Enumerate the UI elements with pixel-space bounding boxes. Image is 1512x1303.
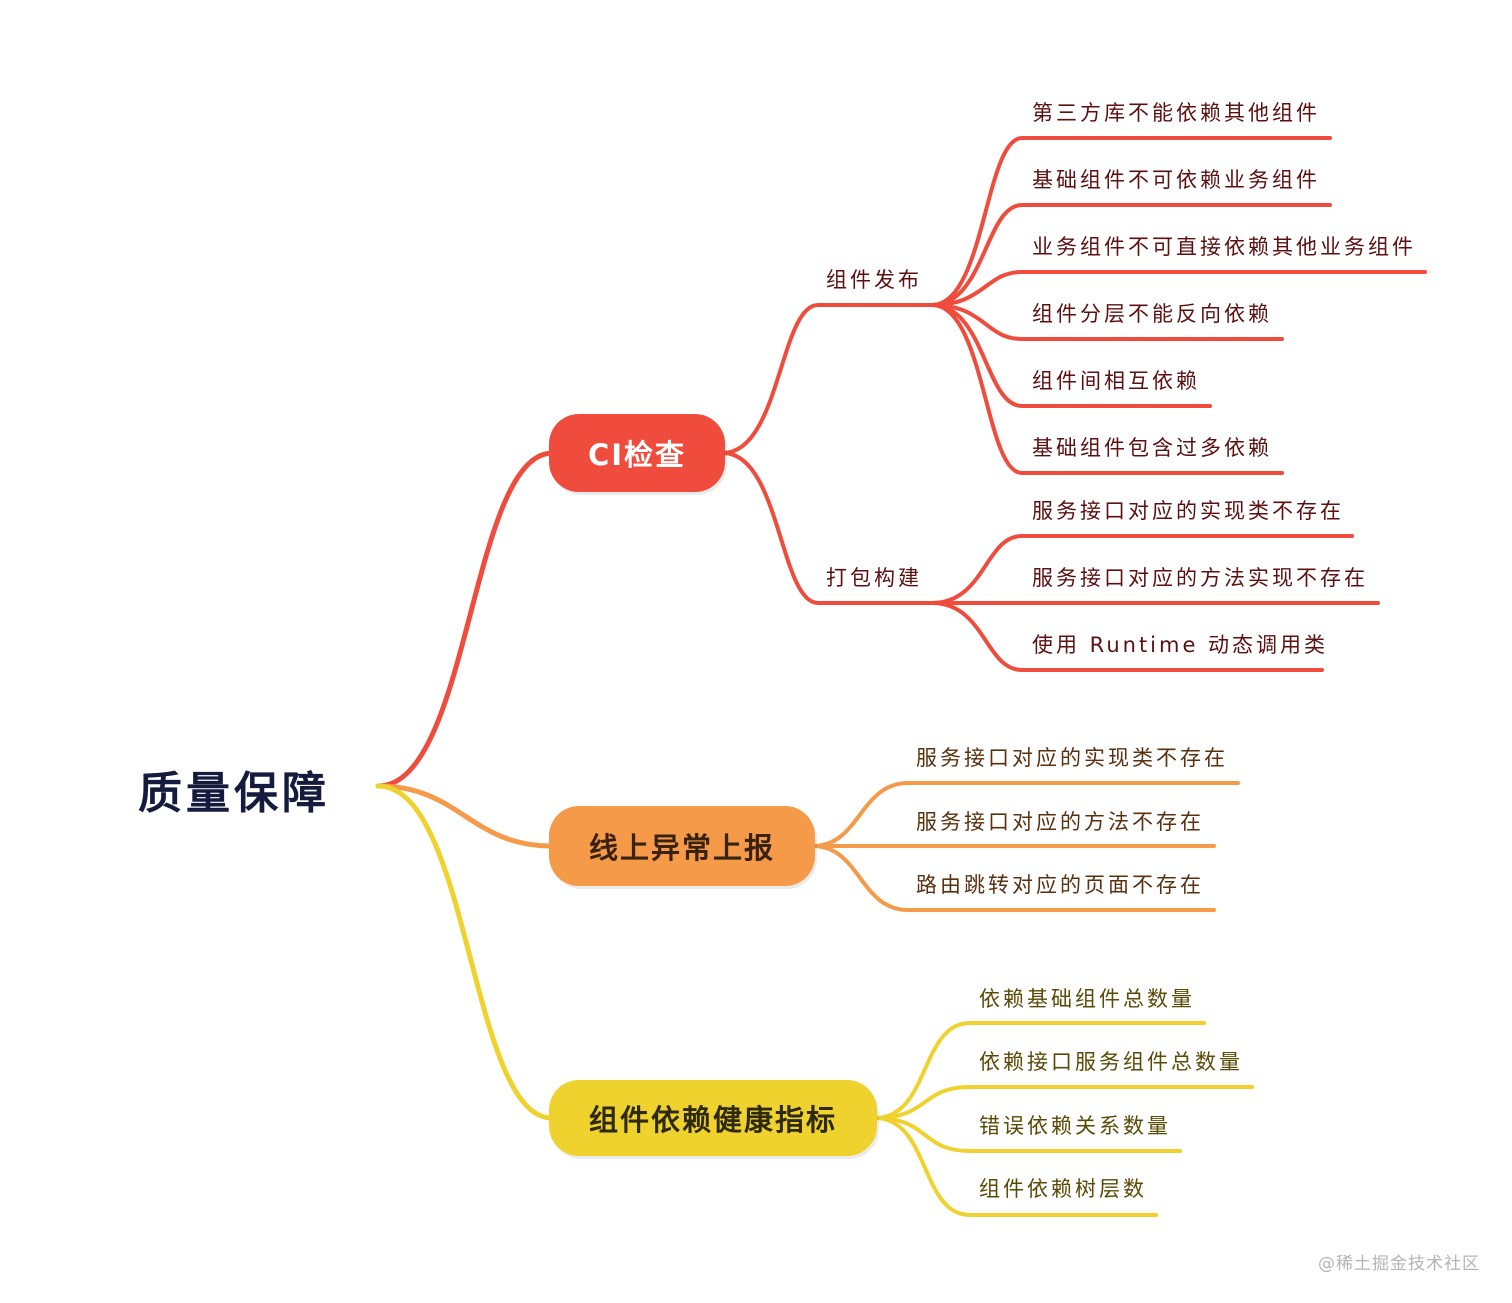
root-node: 质量保障 [138, 768, 330, 819]
publish-item: 基础组件包含过多依赖 [1032, 436, 1272, 460]
health-item: 依赖基础组件总数量 [979, 987, 1195, 1011]
connector-publish-3 [930, 270, 1427, 307]
online-report-label: 线上异常上报 [588, 831, 775, 865]
publish-node: 组件发布 [826, 268, 922, 292]
health-item: 组件依赖树层数 [979, 1177, 1147, 1201]
connector-root-online [375, 783, 555, 849]
health-item: 依赖接口服务组件总数量 [979, 1050, 1243, 1074]
publish-item: 业务组件不可直接依赖其他业务组件 [1032, 235, 1416, 259]
online-report-node: 线上异常上报 [549, 806, 815, 886]
health-metrics-node: 组件依赖健康指标 [549, 1080, 877, 1156]
publish-item: 组件分层不能反向依赖 [1032, 302, 1272, 326]
health-item: 错误依赖关系数量 [979, 1114, 1171, 1138]
connector-online-1 [811, 781, 1240, 848]
connector-online-3 [811, 844, 1216, 912]
connector-build-3 [930, 601, 1324, 672]
ci-check-label: CI检查 [587, 438, 687, 472]
online-item: 路由跳转对应的页面不存在 [916, 873, 1204, 897]
build-item: 使用 Runtime 动态调用类 [1032, 633, 1329, 657]
connector-ci-publish [721, 303, 934, 455]
connector-publish-1 [930, 136, 1332, 307]
connector-health-3 [873, 1116, 1182, 1153]
watermark: @稀土掘金技术社区 [1318, 1254, 1480, 1274]
build-item: 服务接口对应的方法实现不存在 [1032, 566, 1368, 590]
connector-publish-4 [930, 303, 1284, 341]
connector-publish-2 [930, 203, 1332, 307]
build-node: 打包构建 [826, 566, 922, 590]
online-item: 服务接口对应的方法不存在 [916, 810, 1204, 834]
connector-ci-build [721, 451, 934, 605]
connector-publish-5 [930, 303, 1212, 408]
connector-root-ci [375, 450, 555, 789]
connector-health-2 [873, 1085, 1254, 1120]
build-item: 服务接口对应的实现类不存在 [1032, 499, 1344, 523]
connector-publish-6 [930, 303, 1284, 475]
publish-item: 第三方库不能依赖其他组件 [1032, 101, 1320, 125]
publish-item: 基础组件不可依赖业务组件 [1032, 168, 1320, 192]
connector-health-1 [873, 1021, 1206, 1120]
connector-build-1 [930, 534, 1354, 605]
online-item: 服务接口对应的实现类不存在 [916, 746, 1228, 770]
connector-root-health [375, 783, 555, 1121]
connector-health-4 [873, 1116, 1158, 1217]
ci-check-node: CI检查 [549, 414, 725, 492]
publish-item: 组件间相互依赖 [1032, 369, 1200, 393]
health-metrics-label: 组件依赖健康指标 [588, 1103, 837, 1137]
